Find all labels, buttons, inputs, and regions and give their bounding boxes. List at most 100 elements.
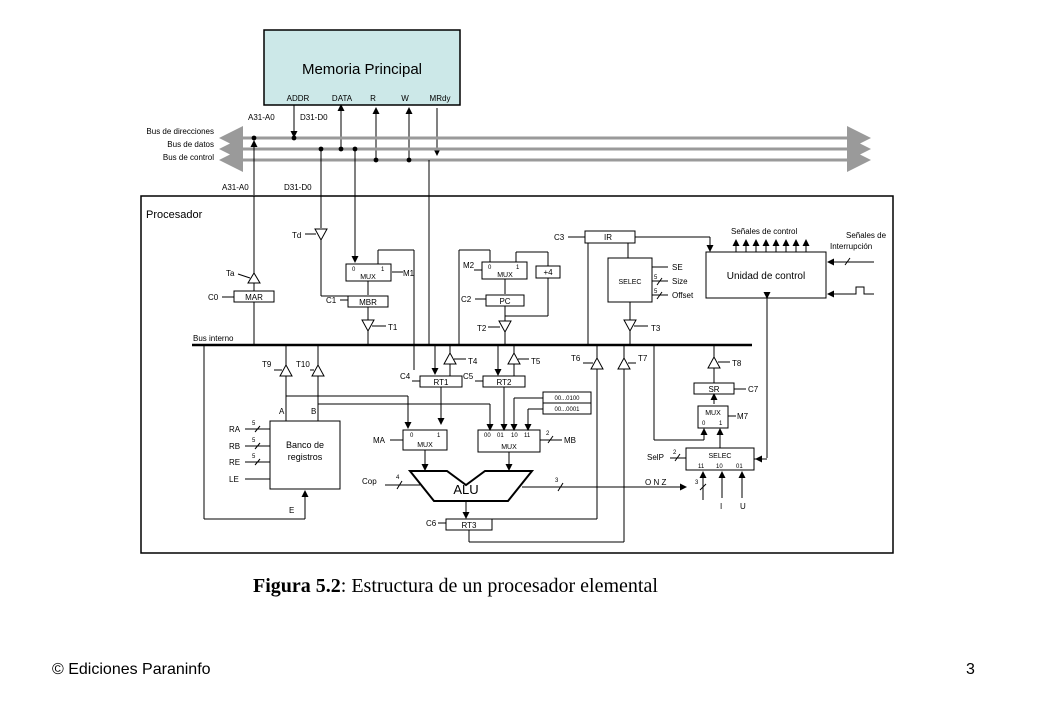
cop-label: Cop — [362, 477, 377, 486]
bus-label-data: Bus de datos — [167, 140, 214, 149]
bus-label-address-bottom: A31-A0 — [222, 183, 249, 192]
port-a-label: A — [279, 407, 285, 416]
mbr-label: MBR — [359, 298, 377, 307]
bus-label-control: Bus de control — [163, 153, 214, 162]
svg-text:3: 3 — [695, 480, 699, 486]
plus4-label: +4 — [543, 268, 553, 277]
register-bank-label-1: Banco de — [286, 440, 324, 450]
figure-text: : Estructura de un procesador elemental — [340, 575, 658, 597]
td-label: Td — [292, 231, 301, 240]
ir-label: IR — [604, 233, 612, 242]
t4-label: T4 — [468, 357, 478, 366]
i-label: I — [720, 502, 722, 511]
pc-group: 0 1 MUX M2 PC C2 +4 T2 — [458, 249, 561, 345]
bus-label-address-top: A31-A0 — [248, 113, 275, 122]
port-b-label: B — [311, 407, 316, 416]
figure-number: Figura 5.2 — [253, 575, 341, 597]
system-buses — [219, 126, 871, 172]
svg-text:0: 0 — [488, 265, 492, 271]
svg-text:2: 2 — [673, 450, 677, 456]
t7-label: T7 — [638, 354, 648, 363]
t10-buffer — [311, 363, 325, 377]
control-signals-label: Señales de control — [731, 227, 797, 236]
t8-label: T8 — [732, 359, 742, 368]
size-label: Size — [672, 277, 688, 286]
port-e-label: E — [289, 506, 294, 515]
ma-label: MA — [373, 436, 386, 445]
memory-signal-mrdy: MRdy — [430, 94, 451, 103]
mux-ma-label: MUX — [417, 442, 433, 449]
alu-group: ALU Cop 4 3 O N Z RT3 C6 — [362, 470, 687, 543]
interrupt-label-2: Interrupción — [830, 242, 872, 251]
alu — [407, 470, 535, 502]
selec-ir-label: SELEC — [619, 279, 642, 286]
memory-signal-w: W — [401, 94, 409, 103]
pc-label: PC — [499, 297, 510, 306]
re-label: RE — [229, 458, 240, 467]
t6-label: T6 — [571, 354, 581, 363]
t5-label: T5 — [531, 357, 541, 366]
memory-signal-addr: ADDR — [287, 94, 310, 103]
svg-text:4: 4 — [396, 475, 400, 481]
control-unit-label: Unidad de control — [727, 271, 805, 282]
t6-t7-group: T6 T7 — [492, 345, 648, 542]
t9-buffer — [279, 363, 293, 377]
offset-label: Offset — [672, 291, 694, 300]
ir-group: IR C3 SELEC SE Size Offset 5 5 T3 — [554, 230, 714, 345]
rt3-label: RT3 — [462, 521, 478, 530]
m2-label: M2 — [463, 261, 475, 270]
c1-label: C1 — [326, 296, 337, 305]
svg-text:0: 0 — [410, 433, 414, 439]
alu-label: ALU — [453, 482, 478, 497]
sr-label: SR — [708, 385, 719, 394]
selec-flags-label: SELEC — [709, 453, 732, 460]
svg-text:00: 00 — [484, 433, 491, 439]
svg-text:0: 0 — [702, 421, 706, 427]
c4-label: C4 — [400, 372, 411, 381]
const-1-label: 00...0001 — [554, 407, 580, 413]
c5-label: C5 — [463, 372, 474, 381]
clock-signal — [846, 286, 872, 295]
svg-text:10: 10 — [716, 464, 723, 470]
c0-label: C0 — [208, 293, 219, 302]
c3-label: C3 — [554, 233, 565, 242]
m1-label: M1 — [403, 269, 415, 278]
t2-label: T2 — [477, 324, 487, 333]
internal-bus-label: Bus interno — [193, 334, 234, 343]
rb-label: RB — [229, 442, 240, 451]
u-label: U — [740, 502, 746, 511]
register-bank — [269, 420, 341, 490]
mar-group: MAR C0 Ta — [208, 196, 275, 345]
svg-text:3: 3 — [555, 478, 559, 484]
mb-label: MB — [564, 436, 576, 445]
mbr-group: 0 1 MUX M1 MBR C1 T1 — [326, 249, 415, 370]
svg-text:0: 0 — [352, 267, 356, 273]
bus-label-address: Bus de direcciones — [146, 127, 214, 136]
rt-group: T4 RT1 C4 T5 RT2 C5 — [400, 345, 541, 431]
mux-m1-label: MUX — [360, 274, 376, 281]
figure-caption: Figura 5.2: Estructura de un procesador … — [253, 575, 658, 598]
se-label: SE — [672, 263, 683, 272]
main-memory-title: Memoria Principal — [302, 61, 422, 78]
interrupt-label-1: Señales de — [846, 231, 887, 240]
svg-text:1: 1 — [381, 267, 385, 273]
footer-copyright: © Ediciones Paraninfo — [52, 661, 211, 678]
svg-text:5: 5 — [252, 438, 256, 444]
ta-label: Ta — [226, 269, 235, 278]
processor-box — [140, 195, 894, 554]
sr-group: T8 SR C7 MUX 0 1 M7 SELEC 11 10 01 SelP … — [647, 345, 767, 511]
rt1-label: RT1 — [434, 378, 450, 387]
svg-text:5: 5 — [654, 275, 658, 281]
svg-text:1: 1 — [437, 433, 441, 439]
svg-text:5: 5 — [252, 454, 256, 460]
td-group: Td — [292, 228, 357, 297]
t10-label: T10 — [296, 360, 310, 369]
bus-processor-links — [250, 140, 430, 345]
le-label: LE — [229, 475, 239, 484]
register-bank-label-2: registros — [288, 452, 323, 462]
td-buffer — [314, 228, 328, 242]
mux-m7-label: MUX — [705, 410, 721, 417]
t9-label: T9 — [262, 360, 272, 369]
svg-text:1: 1 — [516, 265, 520, 271]
